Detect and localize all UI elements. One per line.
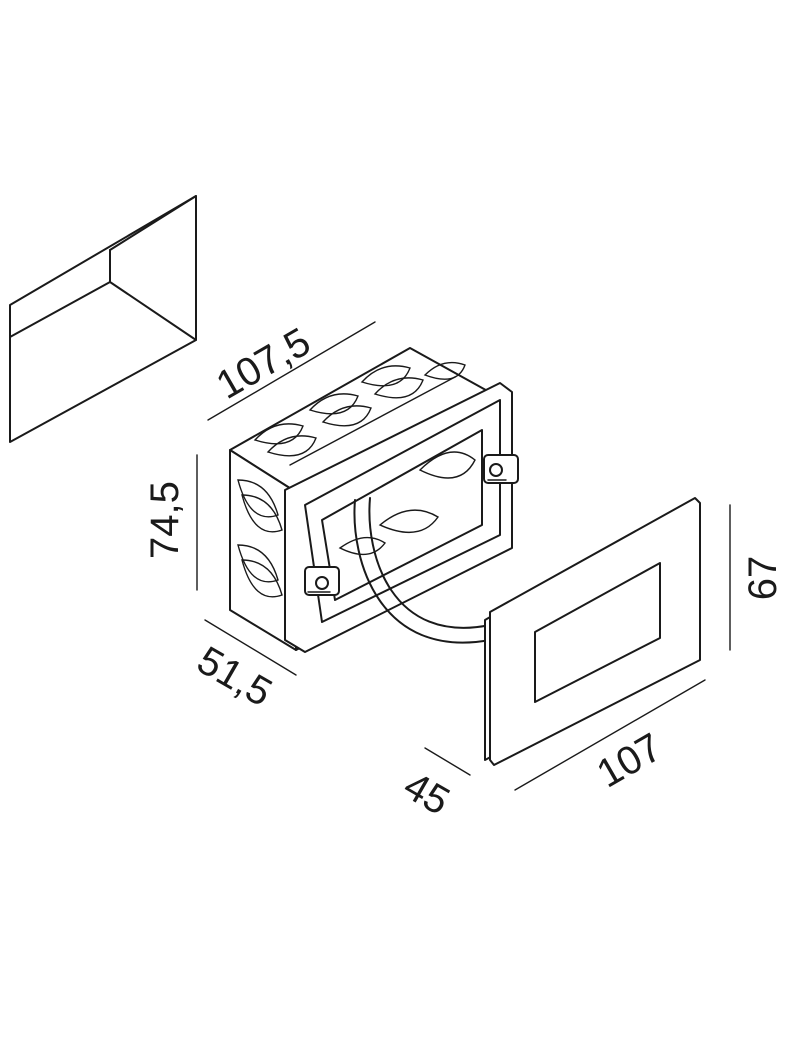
dim-plate-width: 107	[590, 725, 670, 796]
dim-plate-height: 67	[741, 556, 785, 601]
cable	[353, 497, 491, 644]
dim-plate-depth: 45	[396, 764, 457, 824]
recessed-niche-icon	[9, 195, 197, 443]
dim-box-depth: 51,5	[190, 638, 279, 715]
screw-lug-left	[304, 566, 340, 596]
screw-lug-right	[483, 454, 519, 484]
faceplate	[484, 497, 701, 766]
junction-box	[229, 347, 519, 653]
dim-box-width: 107,5	[209, 320, 318, 408]
dimension-lines	[196, 321, 731, 791]
dim-box-height: 74,5	[143, 481, 187, 559]
